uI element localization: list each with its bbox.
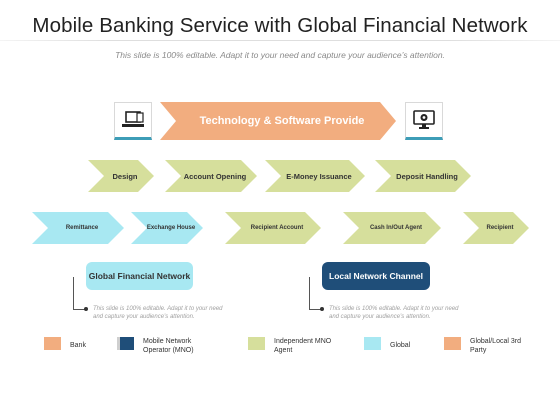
right-note: This slide is 100% editable. Adapt it to… <box>329 306 459 320</box>
chevron-recipient-label: Recipient <box>486 225 514 231</box>
legend-swatch-third-party <box>444 337 461 350</box>
chevron-remittance: Remittance <box>32 212 124 244</box>
legend-global: Global <box>364 337 410 350</box>
chevron-cash-in-out-agent: Cash In/Out Agent <box>343 212 441 244</box>
chevron-cash-agent-label: Cash In/Out Agent <box>369 225 423 231</box>
chevron-exchange-label: Exchange House <box>146 225 196 231</box>
chevron-e-money-issuance: E-Money Issuance <box>265 160 365 192</box>
legend-swatch-bank <box>44 337 61 350</box>
legend-label-bank: Bank <box>70 342 86 349</box>
global-financial-network-label: Global Financial Network <box>86 262 193 290</box>
page-subtitle: This slide is 100% editable. Adapt it to… <box>115 50 445 60</box>
legend-swatch-mno <box>117 337 134 350</box>
chevron-recipient: Recipient <box>463 212 529 244</box>
legend-label-third-party: Global/Local 3rd Party <box>470 338 521 354</box>
page-title: Mobile Banking Service with Global Finan… <box>32 14 528 37</box>
legend-independent-agent: Independent MNO Agent <box>248 337 346 355</box>
chevron-design: Design <box>88 160 154 192</box>
legend-label-mno: Mobile Network Operator (MNO) <box>143 338 194 354</box>
title-divider <box>0 40 560 41</box>
left-note: This slide is 100% editable. Adapt it to… <box>93 306 223 320</box>
left-bracket-dot <box>84 307 88 311</box>
legend-third-party: Global/Local 3rd Party <box>444 337 526 355</box>
chevron-technology-label: Technology & Software Provide <box>199 115 365 127</box>
right-bracket-dot <box>320 307 324 311</box>
chevron-technology-software: Technology & Software Provide <box>160 102 396 140</box>
legend-swatch-agent <box>248 337 265 350</box>
monitor-gear-icon <box>413 110 435 129</box>
right-bracket <box>309 277 323 310</box>
monitor-icon-box <box>405 102 443 140</box>
legend-swatch-global <box>364 337 381 350</box>
chevron-deposit-label: Deposit Handling <box>396 171 458 181</box>
chevron-e-money-label: E-Money Issuance <box>286 171 352 181</box>
chevron-remittance-label: Remittance <box>65 225 99 231</box>
left-bracket <box>73 277 87 310</box>
legend-mno: Mobile Network Operator (MNO) <box>117 337 215 355</box>
chevron-account-opening-label: Account Opening <box>183 171 247 181</box>
chevron-exchange-house: Exchange House <box>131 212 203 244</box>
chevron-deposit-handling: Deposit Handling <box>375 160 471 192</box>
legend-bank: Bank <box>44 337 86 350</box>
chevron-recipient-account-label: Recipient Account <box>250 225 304 231</box>
laptop-icon-box <box>114 102 152 140</box>
legend-label-agent: Independent MNO Agent <box>274 338 332 354</box>
laptop-icon <box>122 111 144 127</box>
chevron-recipient-account: Recipient Account <box>225 212 321 244</box>
local-network-channel-label: Local Network Channel <box>322 262 430 290</box>
chevron-account-opening: Account Opening <box>165 160 257 192</box>
chevron-design-label: Design <box>112 171 138 181</box>
legend-label-global: Global <box>390 342 411 349</box>
